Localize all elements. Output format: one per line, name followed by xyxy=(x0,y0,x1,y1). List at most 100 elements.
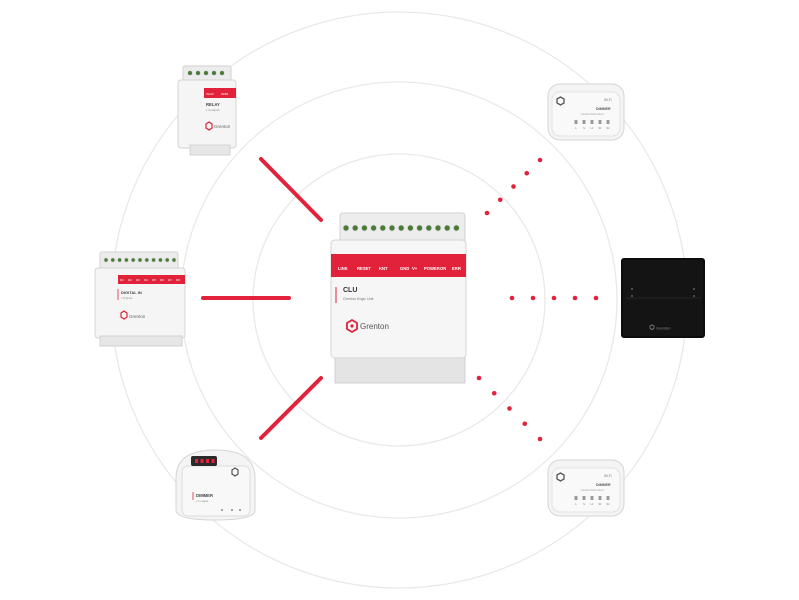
clu-name: CLU xyxy=(343,287,357,294)
terminal-block xyxy=(342,224,460,232)
clu-port-label: LINK xyxy=(338,266,348,271)
status-dot-icon xyxy=(239,509,241,511)
dimmer-terminal-label: N xyxy=(583,502,585,506)
digital-in-name: DIGITAL IN xyxy=(121,290,142,295)
flush-dimmer-name: DIMMER xyxy=(596,483,611,487)
clu-port-label: V+ xyxy=(412,266,418,271)
terminal-screw-icon xyxy=(158,258,163,262)
terminal-screw-icon xyxy=(380,225,386,231)
flush-dimmer-bottom: Wi-Fi DIMMER Grenton Flush-mount L N L1 S1 S… xyxy=(547,459,625,517)
terminal-slot-icon xyxy=(574,120,578,124)
flush-dimmer-badge: Wi-Fi xyxy=(604,474,612,478)
dimmer-display xyxy=(191,456,217,466)
terminal-screw-icon xyxy=(453,225,459,231)
terminal-screw-icon xyxy=(165,258,169,262)
digital-in-header-label: IN1 xyxy=(120,279,124,282)
digital-in-header-label: IN4 xyxy=(144,279,148,282)
terminal-screw-icon xyxy=(389,225,395,231)
terminal-block xyxy=(187,70,225,76)
digital-in-header-label: IN6 xyxy=(160,279,164,282)
terminal-screw-icon xyxy=(104,258,108,262)
dimmer-terminal-label: L1 xyxy=(591,502,594,506)
grenton-logo-icon xyxy=(346,318,358,334)
terminal-slot-icon xyxy=(598,496,602,500)
wireless-link-dimmer-bottom xyxy=(476,375,482,381)
terminal-slot-icon xyxy=(598,120,602,124)
flush-dimmer-name: DIMMER xyxy=(596,107,611,111)
led-indicator-icon xyxy=(206,459,209,463)
terminal-screw-icon xyxy=(196,71,200,75)
dimmer-terminal-label: S1 xyxy=(598,502,602,506)
wireless-link-dimmer-bottom xyxy=(507,406,512,411)
wireless-link-touch-panel xyxy=(551,295,557,301)
led-indicator-icon xyxy=(195,459,215,463)
wireless-link-touch-panel xyxy=(593,295,599,301)
flush-dimmer-subtitle: Grenton Flush-mount xyxy=(581,489,604,492)
relay-label-band xyxy=(204,88,236,98)
terminal-screw-icon xyxy=(204,71,208,75)
dimmer-terminal-label: L xyxy=(575,502,577,506)
wireless-link-dimmer-top xyxy=(524,170,530,176)
dimmer-terminal-label: L1 xyxy=(591,126,594,130)
clu-port-label: GND xyxy=(400,266,409,271)
clu-port-label: ON xyxy=(440,266,446,271)
status-dot-icon xyxy=(221,509,223,511)
wireless-link-dimmer-top xyxy=(537,157,543,163)
clu-port-label: KNT xyxy=(379,266,388,271)
terminal-screw-icon xyxy=(444,225,450,231)
grenton-logo-icon xyxy=(556,472,565,482)
terminal-screw-icon xyxy=(417,225,423,231)
clu-subtitle: Grenton Kogic Unit xyxy=(343,297,373,301)
wireless-link-dimmer-top xyxy=(484,210,490,216)
flush-dimmer-badge: Wi-Fi xyxy=(604,98,612,102)
wired-connections xyxy=(201,157,323,440)
relay-header-label: IN/A0 xyxy=(206,92,214,96)
clu-port-label: ERR xyxy=(452,266,461,271)
terminal-slot-icon xyxy=(590,496,594,500)
wireless-link-dimmer-top xyxy=(497,197,503,203)
dimmer-terminal-label: S2 xyxy=(606,126,610,130)
digital-in-header-label: IN7 xyxy=(168,279,172,282)
relay-subtitle: x 4 outputs xyxy=(206,108,220,112)
dimmer-terminal-label: N xyxy=(583,126,585,130)
panel-indicator-icon xyxy=(693,288,695,290)
wired-link-relay xyxy=(259,157,323,222)
wireless-link-touch-panel xyxy=(530,295,536,301)
clu-brand: Grenton xyxy=(360,322,389,331)
terminal-slot-icon xyxy=(606,120,610,124)
status-dot-icon xyxy=(231,509,233,511)
terminal-screw-icon xyxy=(398,225,404,231)
terminal-block xyxy=(103,257,177,263)
terminal-screw-icon xyxy=(151,258,156,262)
grenton-logo-icon xyxy=(556,96,565,106)
grenton-logo-icon xyxy=(205,121,213,131)
terminal-screw-icon xyxy=(188,71,192,75)
dimmer-terminal-label: S1 xyxy=(598,126,602,130)
terminal-screw-icon xyxy=(371,225,377,231)
round-dimmer-subtitle: x 1 output xyxy=(196,499,209,503)
led-indicator-icon xyxy=(211,459,215,463)
terminal-screw-icon xyxy=(361,225,367,231)
digital-in-header-label: IN2 xyxy=(128,279,132,282)
terminal-screw-icon xyxy=(131,258,135,262)
round-dimmer: DIMMER x 1 output xyxy=(175,449,256,521)
terminal-screw-icon xyxy=(220,71,224,75)
terminal-screw-icon xyxy=(145,258,149,262)
wireless-link-touch-panel xyxy=(509,295,515,301)
relay-module: IN/A0 IN/B1 RELAY x 4 outputs Grenton xyxy=(177,65,237,156)
terminal-screw-icon xyxy=(426,225,432,231)
dimmer-terminal-label: S2 xyxy=(606,502,610,506)
terminal-screw-icon xyxy=(212,71,216,75)
relay-brand: Grenton xyxy=(214,124,231,129)
wireless-link-dimmer-bottom xyxy=(537,436,543,442)
terminal-slot-icon xyxy=(606,496,610,500)
terminal-screw-icon xyxy=(172,258,176,262)
wireless-link-dimmer-bottom xyxy=(522,421,528,427)
wired-link-dimmer xyxy=(259,376,323,440)
touch-panel: Grenton xyxy=(621,258,705,338)
